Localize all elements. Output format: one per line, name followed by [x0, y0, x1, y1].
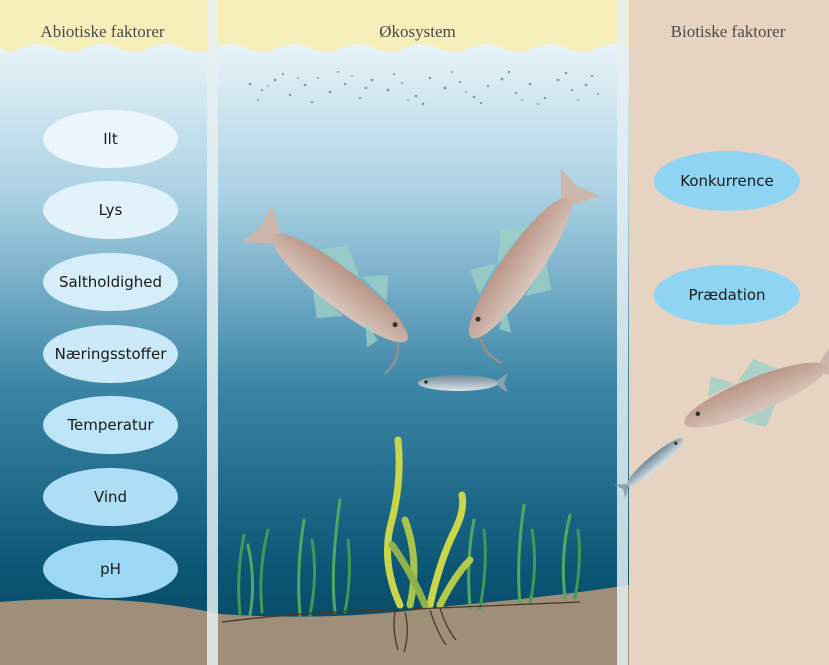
abiotic-factor-oxygen: Ilt: [43, 110, 178, 168]
biotic-factor-predation: Prædation: [654, 265, 800, 325]
abiotic-factor-light: Lys: [43, 181, 178, 239]
biotic-factor-competition: Konkurrence: [654, 151, 800, 211]
abiotic-factor-salinity: Saltholdighed: [43, 253, 178, 311]
abiotic-factor-ph: pH: [43, 540, 178, 598]
biotic-column-title: Biotiske faktorer: [628, 22, 828, 42]
biotic-panel: [629, 0, 829, 665]
column-divider-right: [617, 0, 628, 665]
abiotic-factor-wind: Vind: [43, 468, 178, 526]
abiotic-column-title: Abiotiske faktorer: [0, 22, 205, 42]
ecosystem-column-title: Økosystem: [215, 22, 620, 42]
abiotic-factor-nutrients: Næringsstoffer: [43, 325, 178, 383]
abiotic-factor-temperature: Temperatur: [43, 396, 178, 454]
column-divider-left: [207, 0, 218, 665]
